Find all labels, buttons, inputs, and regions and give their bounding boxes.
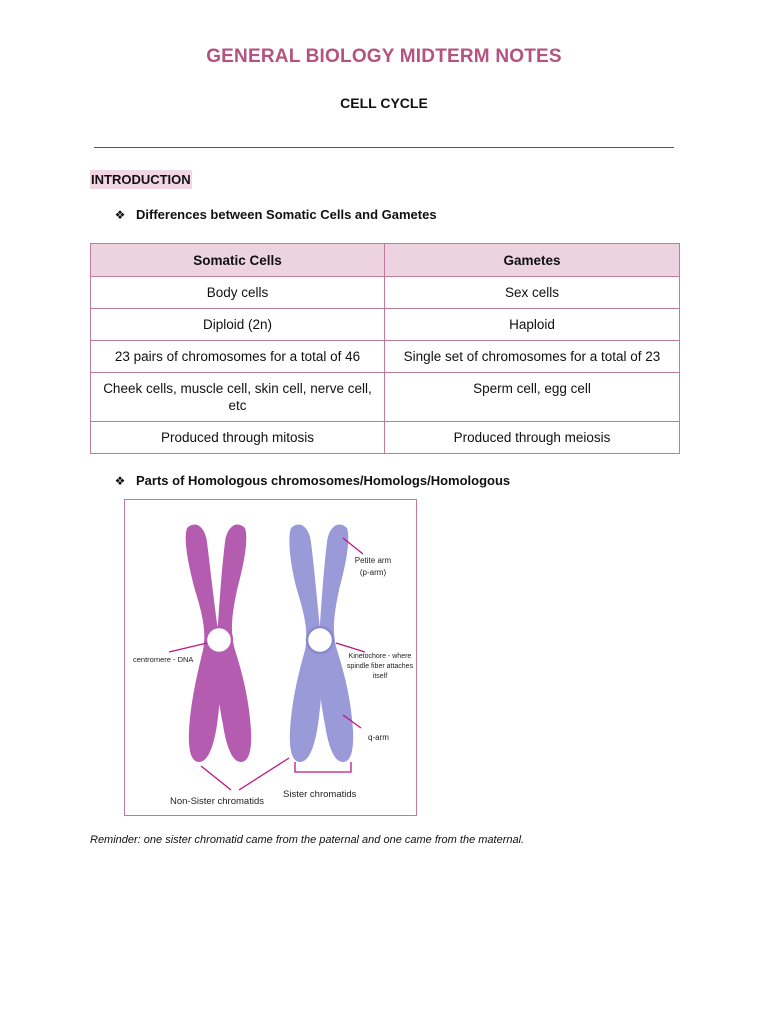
right-centromere [305,625,335,655]
label-p-arm: (p-arm) [360,568,387,577]
label-sister-chromatids: Sister chromatids [283,789,357,800]
table-row: Cheek cells, muscle cell, skin cell, ner… [90,372,680,422]
table-header-gametes: Gametes [384,243,680,277]
chromosome-figure: Petite arm (p-arm) centromere - DNA Kine… [124,499,417,816]
label-kinetochore-3: itself [373,673,387,680]
pointer-kinetochore [335,642,366,653]
section-heading-introduction: INTRODUCTION [90,170,192,189]
right-chromatid-2 [318,524,354,762]
document-title: GENERAL BIOLOGY MIDTERM NOTES [206,46,562,67]
table-row: Diploid (2n) Haploid [90,308,680,341]
diamond-bullet-icon: ❖ [114,473,126,488]
table-row: Body cells Sex cells [90,276,680,309]
bullet-item-homologous: ❖ Parts of Homologous chromosomes/Homolo… [114,473,511,488]
bracket-sister [294,762,352,773]
table-cell: Produced through meiosis [384,421,680,454]
table-cell: Diploid (2n) [90,308,385,341]
chromosome-diagram: Petite arm (p-arm) centromere - DNA Kine… [133,524,414,807]
diamond-bullet-icon: ❖ [114,207,126,222]
pointer-q-arm [342,714,362,729]
pointer-non-sister-right [238,757,290,791]
bullet-text: Parts of Homologous chromosomes/Homologs… [136,473,511,488]
table-cell: Cheek cells, muscle cell, skin cell, ner… [90,372,385,422]
left-chromatid-1 [185,524,222,762]
comparison-table: Somatic Cells Gametes Body cells Sex cel… [90,243,680,454]
table-cell: Sperm cell, egg cell [384,372,680,422]
table-row: Produced through mitosis Produced throug… [90,421,680,454]
table-row: 23 pairs of chromosomes for a total of 4… [90,340,680,373]
label-centromere: centromere - DNA [133,655,193,664]
table-cell: Produced through mitosis [90,421,385,454]
left-chromatid-2 [216,524,252,762]
pointer-non-sister-left [200,765,232,791]
horizontal-divider [94,147,674,148]
label-kinetochore-2: spindle fiber attaches [347,663,414,670]
table-header-row: Somatic Cells Gametes [90,243,680,277]
pointer-petite-arm [342,537,364,555]
table-header-somatic: Somatic Cells [90,243,385,277]
table-cell: Sex cells [384,276,680,309]
label-petite-arm: Petite arm [355,556,392,565]
label-q-arm: q-arm [368,733,389,742]
label-non-sister-chromatids: Non-Sister chromatids [170,796,264,807]
left-chromosome [185,524,252,762]
right-chromatid-1 [289,524,323,762]
pointer-centromere [168,642,208,653]
table-cell: Single set of chromosomes for a total of… [384,340,680,373]
bullet-item-differences: ❖ Differences between Somatic Cells and … [114,207,437,222]
left-centromere [204,625,234,655]
document-subtitle: CELL CYCLE [340,95,428,111]
table-cell: Haploid [384,308,680,341]
table-cell: Body cells [90,276,385,309]
reminder-note: Reminder: one sister chromatid came from… [90,834,525,846]
table-cell: 23 pairs of chromosomes for a total of 4… [90,340,385,373]
label-kinetochore-1: Kinetochore - where [349,653,412,660]
right-chromosome [289,524,354,762]
bullet-text: Differences between Somatic Cells and Ga… [136,207,437,222]
